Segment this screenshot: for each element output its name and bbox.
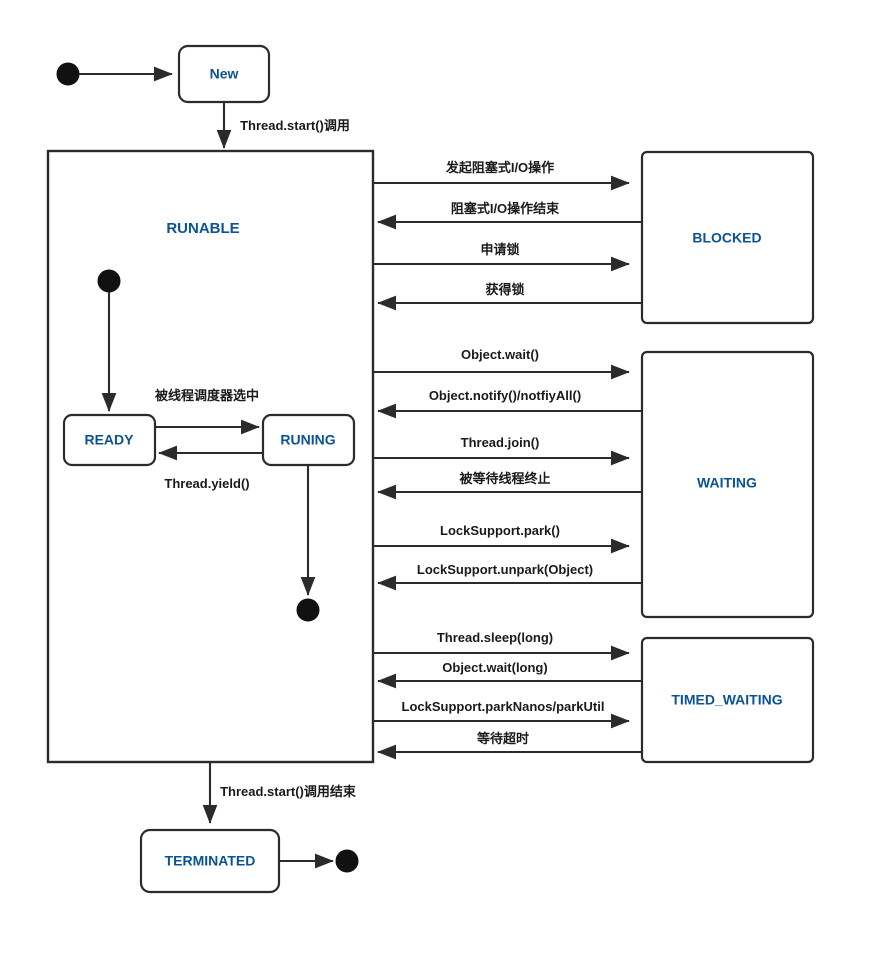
state-timed-waiting-label: TIMED_WAITING: [671, 692, 782, 708]
edge-runable-to-waiting-park-label: LockSupport.park(): [440, 523, 560, 538]
edge-timed-waiting-to-runable-timeout-label: 等待超时: [476, 731, 529, 746]
state-new-label: New: [210, 66, 239, 82]
state-ready[interactable]: [62, 413, 157, 467]
final-node-inner-dot: [296, 598, 320, 622]
edge-runable-to-blocked-io-label: 发起阻塞式I/O操作: [445, 160, 554, 175]
edge-runable-to-blocked-lock-request-label: 申请锁: [480, 242, 519, 257]
state-blocked-label: BLOCKED: [692, 230, 761, 246]
state-waiting[interactable]: [640, 350, 815, 619]
edge-runable-to-waiting-join-label: Thread.join(): [461, 435, 540, 450]
edge-timed-waiting-to-runable-waitlong-label: Object.wait(long): [442, 660, 547, 675]
edge-blocked-to-runable-io-end-label: 阻塞式I/O操作结束: [451, 201, 560, 216]
edge-runable-to-timed-waiting-parknanos-label: LockSupport.parkNanos/parkUtil: [402, 699, 605, 714]
state-terminated-label: TERMINATED: [165, 853, 256, 869]
edge-runable-to-timed-waiting-sleep-label: Thread.sleep(long): [437, 630, 553, 645]
edge-blocked-to-runable-lock-acquired-label: 获得锁: [485, 282, 524, 297]
edge-waiting-to-runable-notify-label: Object.notify()/notfiyAll(): [429, 388, 581, 403]
state-ready-label: READY: [84, 432, 134, 448]
state-runable-label: RUNABLE: [166, 220, 239, 237]
initial-node-start-dot: [56, 62, 80, 86]
edge-runing-to-ready-label: Thread.yield(): [164, 476, 249, 491]
state-blocked[interactable]: [640, 150, 815, 325]
edge-waiting-to-runable-unpark-label: LockSupport.unpark(Object): [417, 562, 593, 577]
edge-waiting-to-runable-joined-thread-end-label: 被等待线程终止: [458, 471, 550, 486]
final-node-terminated-dot: [335, 849, 359, 873]
state-runing-label: RUNING: [280, 432, 335, 448]
initial-node-inner-dot: [97, 269, 121, 293]
edge-new-to-runable-label: Thread.start()调用: [240, 118, 350, 133]
edge-runable-to-terminated-label: Thread.start()调用结束: [220, 784, 357, 799]
edge-runable-to-waiting-objectwait-label: Object.wait(): [461, 347, 539, 362]
state-timed-waiting[interactable]: [640, 636, 815, 764]
state-waiting-label: WAITING: [697, 475, 757, 491]
edge-ready-to-runing-label: 被线程调度器选中: [154, 388, 259, 403]
